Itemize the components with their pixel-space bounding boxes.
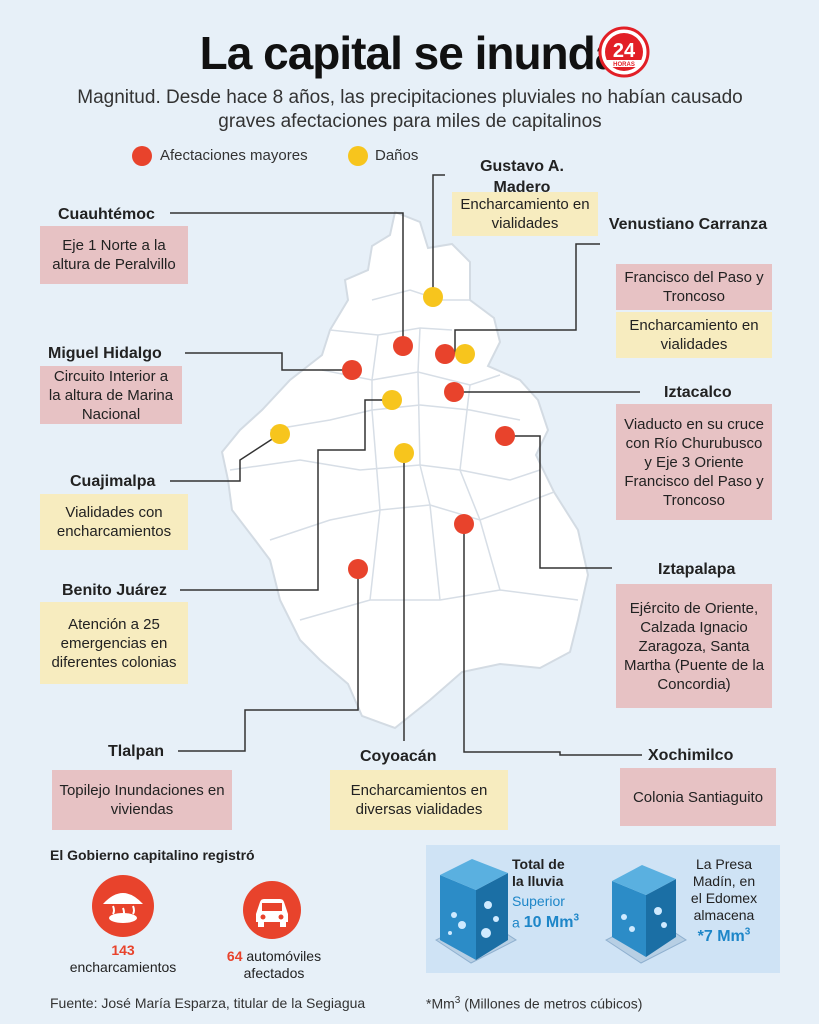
leader-gam [432, 174, 445, 297]
water1-desc: Superior a 10 Mm3 [512, 893, 579, 931]
note-prefix: *Mm [426, 995, 455, 1012]
water1-prefix: a [512, 914, 520, 931]
water1-title-1: Total de [512, 856, 565, 872]
subtitle: Magnitud. Desde hace 8 años, las precipi… [77, 87, 743, 132]
marker-xochimilco-major [454, 514, 474, 534]
water1-line1: Superior [512, 893, 565, 909]
bj-name: Benito Juárez [62, 582, 167, 599]
map-outline [220, 210, 590, 730]
leader-lines [170, 174, 642, 756]
flood-icon [92, 875, 154, 937]
unit-note: *Mm3 (Millones de metros cúbicos) [426, 995, 642, 1012]
water2-l4: almacena [693, 907, 755, 923]
24-horas-logo: 24 HORAS [598, 26, 650, 78]
legend-major-label: Afectaciones mayores [160, 147, 308, 164]
marker-gam-damage [423, 287, 443, 307]
leader-mh [185, 352, 352, 371]
svg-text:HORAS: HORAS [613, 62, 635, 68]
water2-value: *7 Mm [697, 928, 745, 946]
vc-info-1: Francisco del Paso y Troncoso [616, 264, 772, 310]
water-cube-2 [605, 865, 687, 964]
water-cubes [435, 859, 687, 964]
leader-iztapalapa [505, 435, 612, 569]
marker-iztacalco-major [444, 382, 464, 402]
gam-info: Encharcamiento en vialidades [452, 192, 598, 236]
leader-cuauhtemoc [170, 212, 404, 346]
xochimilco-info: Colonia Santiaguito [620, 768, 776, 826]
stat-floods: 143 encharcamientos [52, 942, 194, 976]
marker-cuauhtemoc-major [393, 336, 413, 356]
iztapalapa-info: Ejército de Oriente, Calzada Ignacio Zar… [616, 584, 772, 708]
bj-info: Atención a 25 emergencias en diferentes … [40, 602, 188, 684]
leader-tlalpan [178, 569, 359, 752]
marker-tlalpan-major [348, 559, 368, 579]
stat-cars-label: automóviles [246, 948, 322, 964]
car-icon [243, 881, 301, 939]
marker-coyoacan-damage [394, 443, 414, 463]
tlalpan-info: Topilejo Inundaciones en viviendas [52, 770, 232, 830]
iztacalco-info: Viaducto en su cruce con Río Churubusco … [616, 404, 772, 520]
cuauhtemoc-info: Eje 1 Norte a la altura de Peralvillo [40, 226, 188, 284]
page-title: La capital se inunda [199, 27, 621, 79]
leader-xochimilco [463, 524, 642, 756]
xochimilco-name: Xochimilco [648, 747, 734, 764]
leader-vc [454, 243, 600, 354]
cuajimalpa-info: Vialidades con encharcamientos [40, 494, 188, 550]
marker-cuajimalpa-damage [270, 424, 290, 444]
vc-name: Venustiano Carranza [608, 216, 768, 233]
tlalpan-name: Tlalpan [108, 743, 165, 760]
marker-vc-major [435, 344, 455, 364]
damage-legend-dot [348, 146, 368, 166]
source-note: Fuente: José María Esparza, titular de l… [50, 995, 366, 1011]
stat-floods-number: 143 [111, 942, 135, 958]
water2-sup: 3 [744, 927, 751, 938]
marker-vc-damage [455, 344, 475, 364]
stat-cars: 64 automóviles afectados [204, 948, 344, 982]
mh-name: Miguel Hidalgo [48, 345, 162, 362]
water1-title: Total de la lluvia [512, 856, 565, 890]
leader-bj [180, 399, 392, 591]
water1-value: 10 Mm [523, 914, 574, 932]
marker-bj-damage [382, 390, 402, 410]
iztacalco-name: Iztacalco [664, 384, 732, 401]
note-sup: 3 [454, 995, 461, 1006]
water2-l3: el Edomex [690, 890, 758, 906]
stat-cars-label2: afectados [243, 965, 305, 981]
major-legend-dot [132, 146, 152, 166]
marker-iztapalapa-major [495, 426, 515, 446]
stat-floods-label: encharcamientos [69, 959, 177, 975]
water-cube-1 [435, 859, 517, 964]
water2-l1: La Presa [695, 856, 753, 872]
cuajimalpa-name: Cuajimalpa [70, 473, 156, 490]
svg-text:24: 24 [613, 40, 636, 62]
gam-name: Gustavo A. Madero [480, 158, 564, 196]
water2-l2: Madín, en [692, 873, 756, 889]
legend-damage-label: Daños [375, 147, 419, 164]
water1-sup: 3 [573, 913, 580, 924]
iztapalapa-name: Iztapalapa [658, 561, 736, 578]
vc-info-2: Encharcamiento en vialidades [616, 312, 772, 358]
note-suffix: (Millones de metros cúbicos) [460, 995, 643, 1012]
water1-title-2: la lluvia [512, 873, 564, 889]
coyoacan-info: Encharcamientos en diversas vialidades [330, 770, 508, 830]
mh-info: Circuito Interior a la altura de Marina … [40, 366, 182, 424]
leader-cuajimalpa [170, 433, 281, 482]
stat-cars-number: 64 [226, 948, 243, 964]
water2-desc: La Presa Madín, en el Edomex almacena *7… [678, 856, 770, 945]
coyoacan-name: Coyoacán [360, 748, 437, 765]
cuauhtemoc-name: Cuauhtémoc [58, 206, 155, 223]
marker-mh-major [342, 360, 362, 380]
bottom-heading: El Gobierno capitalino registró [50, 847, 255, 863]
